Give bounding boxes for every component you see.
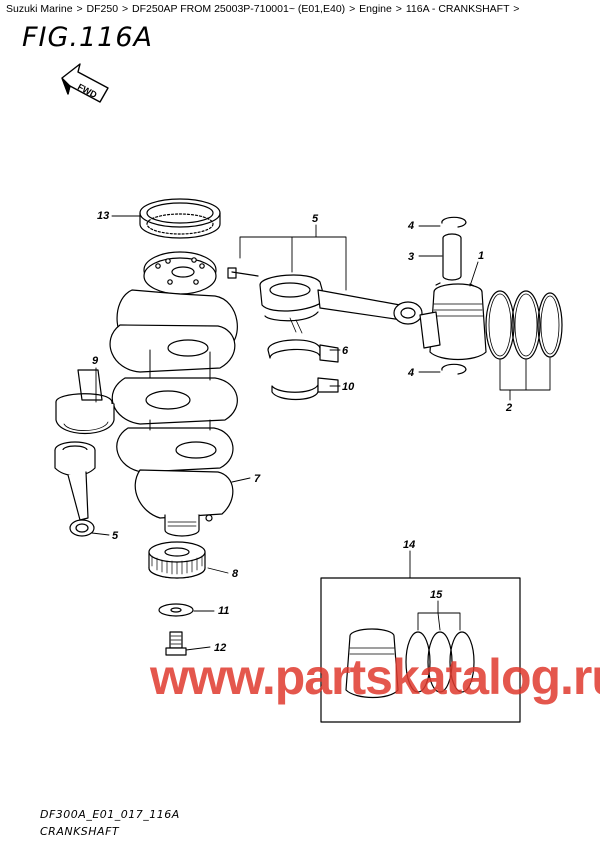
breadcrumb-item-crankshaft[interactable]: 116A - CRANKSHAFT [405, 3, 510, 15]
callout-4-upper: 4 [407, 220, 414, 232]
watermark: www.partskatalog.ru [150, 649, 600, 705]
circlip-lower-part[interactable] [441, 363, 467, 375]
callout-8: 9 [92, 355, 99, 367]
connecting-rod-left-part[interactable] [54, 441, 96, 537]
callout-14: 14 [403, 539, 415, 551]
breadcrumb-item-suzuki-marine[interactable]: Suzuki Marine [6, 3, 73, 15]
bearing-8-bracket [77, 369, 103, 401]
breadcrumb-item-model[interactable]: DF250AP FROM 25003P-710001~ (E01,E40) [132, 3, 346, 15]
callout-10: 8 [232, 568, 239, 580]
callout-6: 6 [342, 345, 349, 357]
callout-7: 7 [254, 473, 261, 485]
conrod-bearing-part[interactable] [267, 339, 339, 363]
callout-11: 11 [218, 605, 229, 617]
figure-title: FIG.116A [22, 22, 154, 53]
drawing-code: DF300A_E01_017_116A [40, 808, 180, 821]
piston-rings-part[interactable] [485, 290, 563, 360]
callout-5-right: 5 [312, 213, 319, 225]
bolt-part[interactable] [165, 631, 187, 656]
callout-1: 1 [478, 250, 484, 262]
conrod-bearing-lower-part[interactable] [271, 377, 339, 401]
circlip-upper-part[interactable] [441, 216, 467, 228]
breadcrumb-item-df250[interactable]: DF250 [86, 3, 119, 15]
callout-numbers: 13 5 4 3 1 9 6 4 10 2 7 5 14 8 15 11 12 [92, 210, 512, 654]
drawing-caption: CRANKSHAFT [40, 825, 120, 838]
fwd-arrow-icon: FWD [61, 63, 109, 103]
breadcrumb: Suzuki Marine > DF250 > DF250AP FROM 250… [6, 3, 520, 15]
callout-9: 10 [342, 381, 355, 393]
callout-2: 2 [505, 402, 512, 414]
piston-pin-part[interactable] [442, 233, 462, 281]
washer-part[interactable] [158, 603, 194, 617]
crankshaft-part[interactable] [109, 251, 238, 537]
crank-gear-part[interactable] [148, 541, 206, 579]
breadcrumb-item-engine[interactable]: Engine [359, 3, 392, 15]
callout-5-left: 5 [112, 530, 119, 542]
piston-part[interactable] [419, 282, 487, 361]
piston-assembly-box[interactable] [320, 577, 521, 723]
callout-3: 3 [408, 251, 414, 263]
leader-lines [91, 215, 551, 651]
callout-13: 13 [97, 210, 109, 222]
oil-seal-part[interactable] [139, 198, 221, 239]
callout-15: 15 [430, 589, 443, 601]
connecting-rod-right-part[interactable] [227, 267, 423, 334]
callout-4-lower: 4 [407, 367, 414, 379]
main-bearing-part[interactable] [55, 393, 115, 435]
callout-12: 12 [214, 642, 226, 654]
